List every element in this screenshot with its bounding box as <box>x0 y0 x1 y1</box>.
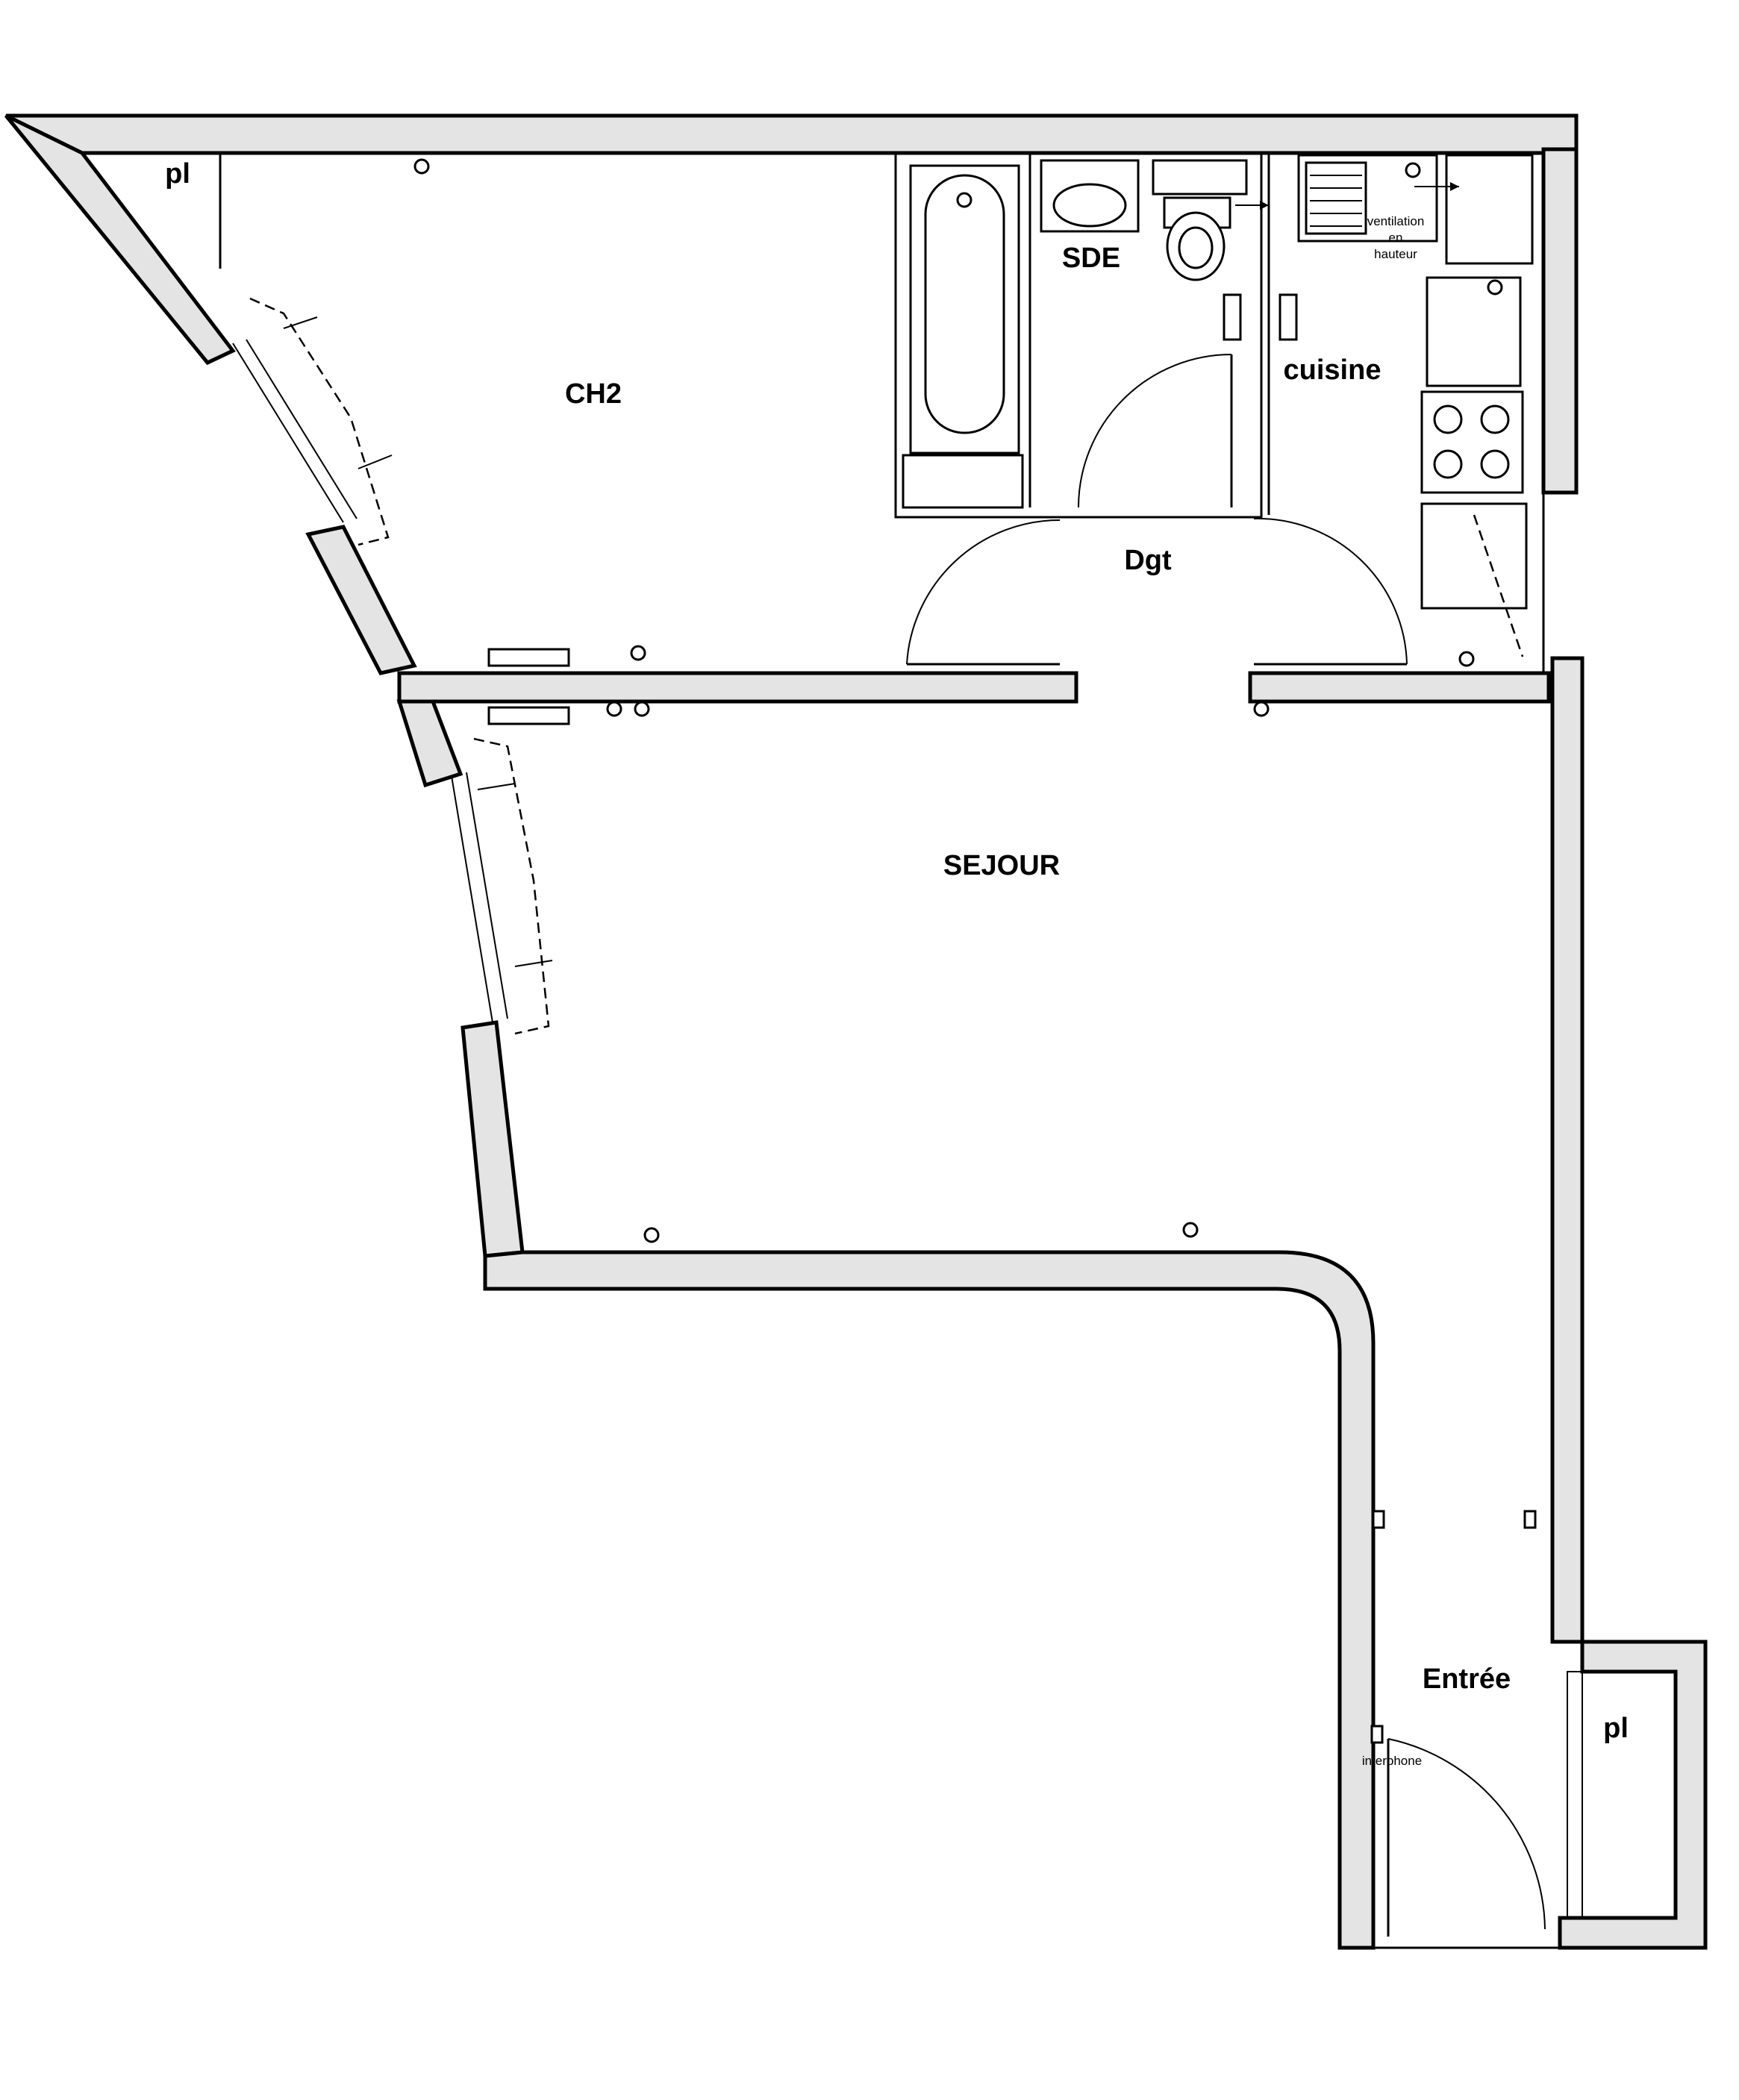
right-wall-long <box>1550 656 1585 1644</box>
vent-grille-sde <box>1223 293 1242 341</box>
ventilation-note-3: hauteur <box>1374 247 1417 261</box>
room-label-cuisine: cuisine <box>1284 354 1381 386</box>
fridge <box>1426 276 1522 387</box>
door-kitchen[interactable] <box>1253 517 1408 666</box>
left-wall-ch2-upper <box>4 113 236 366</box>
placard-entry-door[interactable] <box>1567 1671 1583 1919</box>
window-sejour[interactable] <box>451 737 553 1035</box>
right-wall-upper <box>1541 147 1579 495</box>
room-label-placard-entry: pl <box>1603 1713 1629 1744</box>
cooktop <box>1420 390 1524 494</box>
outlets <box>413 158 1503 1243</box>
radiator-ch2 <box>487 648 570 667</box>
ventilation-note-2: en <box>1389 231 1403 245</box>
bathtub <box>902 164 1024 509</box>
kitchen-sink <box>1297 154 1438 243</box>
partition-kitchen-sejour <box>1248 671 1551 704</box>
bathroom-enclosure <box>894 151 1263 519</box>
south-wall-curved <box>483 1250 1376 1950</box>
partition-ch2-sejour <box>397 671 1078 704</box>
interphone-box <box>1370 1725 1384 1744</box>
left-wall-sejour-lower <box>460 1020 525 1258</box>
room-label-entree: Entrée <box>1423 1663 1511 1695</box>
door-ch2[interactable] <box>906 519 1061 666</box>
wall-mark-1 <box>1372 1510 1385 1529</box>
room-label-sde: SDE <box>1062 243 1120 274</box>
door-entry[interactable] <box>1387 1738 1546 1937</box>
closet-wall <box>1552 1640 1708 1950</box>
window-ch2[interactable] <box>232 297 393 546</box>
ventilation-arrow-icon <box>1235 182 1459 210</box>
top-wall <box>4 113 1579 155</box>
washbasin <box>1040 159 1248 233</box>
door-kitchen-window[interactable] <box>1473 514 1524 657</box>
radiator-sejour <box>487 706 570 725</box>
wall-mark-2 <box>1523 1510 1537 1529</box>
oven <box>1420 502 1528 610</box>
room-label-dgt: Dgt <box>1124 545 1172 576</box>
room-label-placard-top: pl <box>165 158 190 190</box>
vent-grille-kitchen <box>1279 293 1298 341</box>
room-label-sejour: SEJOUR <box>943 850 1060 881</box>
ventilation-note-1: ventilation <box>1367 214 1425 228</box>
kitchen-cabinet-top <box>1445 154 1534 265</box>
interphone-note: interphone <box>1362 1754 1422 1768</box>
left-wall-ch2-lower <box>305 525 417 675</box>
left-wall-sejour-upper <box>396 699 463 788</box>
door-bathroom[interactable] <box>1078 354 1233 508</box>
toilet <box>1163 196 1231 281</box>
room-label-ch2: CH2 <box>565 378 622 410</box>
